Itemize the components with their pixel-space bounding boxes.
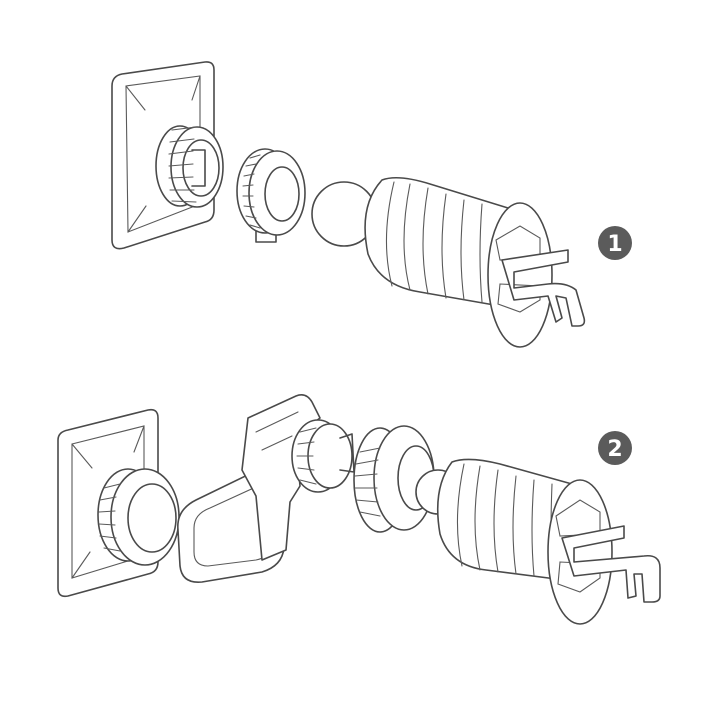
step-1-illustration: 1 <box>111 61 632 348</box>
step-1-number: 1 <box>607 232 622 257</box>
threaded-socket-step1 <box>155 125 224 208</box>
locking-nut-step2 <box>97 468 180 566</box>
ribbed-clip-body-step2 <box>436 458 613 625</box>
locking-nut-step1 <box>236 148 306 243</box>
ribbed-clip-body-step1 <box>364 176 553 348</box>
step-2-number: 2 <box>607 437 622 462</box>
step-2-badge: 2 <box>598 431 632 465</box>
step-1-badge: 1 <box>598 226 632 260</box>
vent-clip-hook-step1 <box>501 249 586 327</box>
step-2-illustration: 2 <box>57 394 661 625</box>
vent-clip-hook-step2 <box>561 525 661 603</box>
adjustable-arm-step2 <box>177 394 321 583</box>
pivot-socket-step2 <box>291 419 355 493</box>
